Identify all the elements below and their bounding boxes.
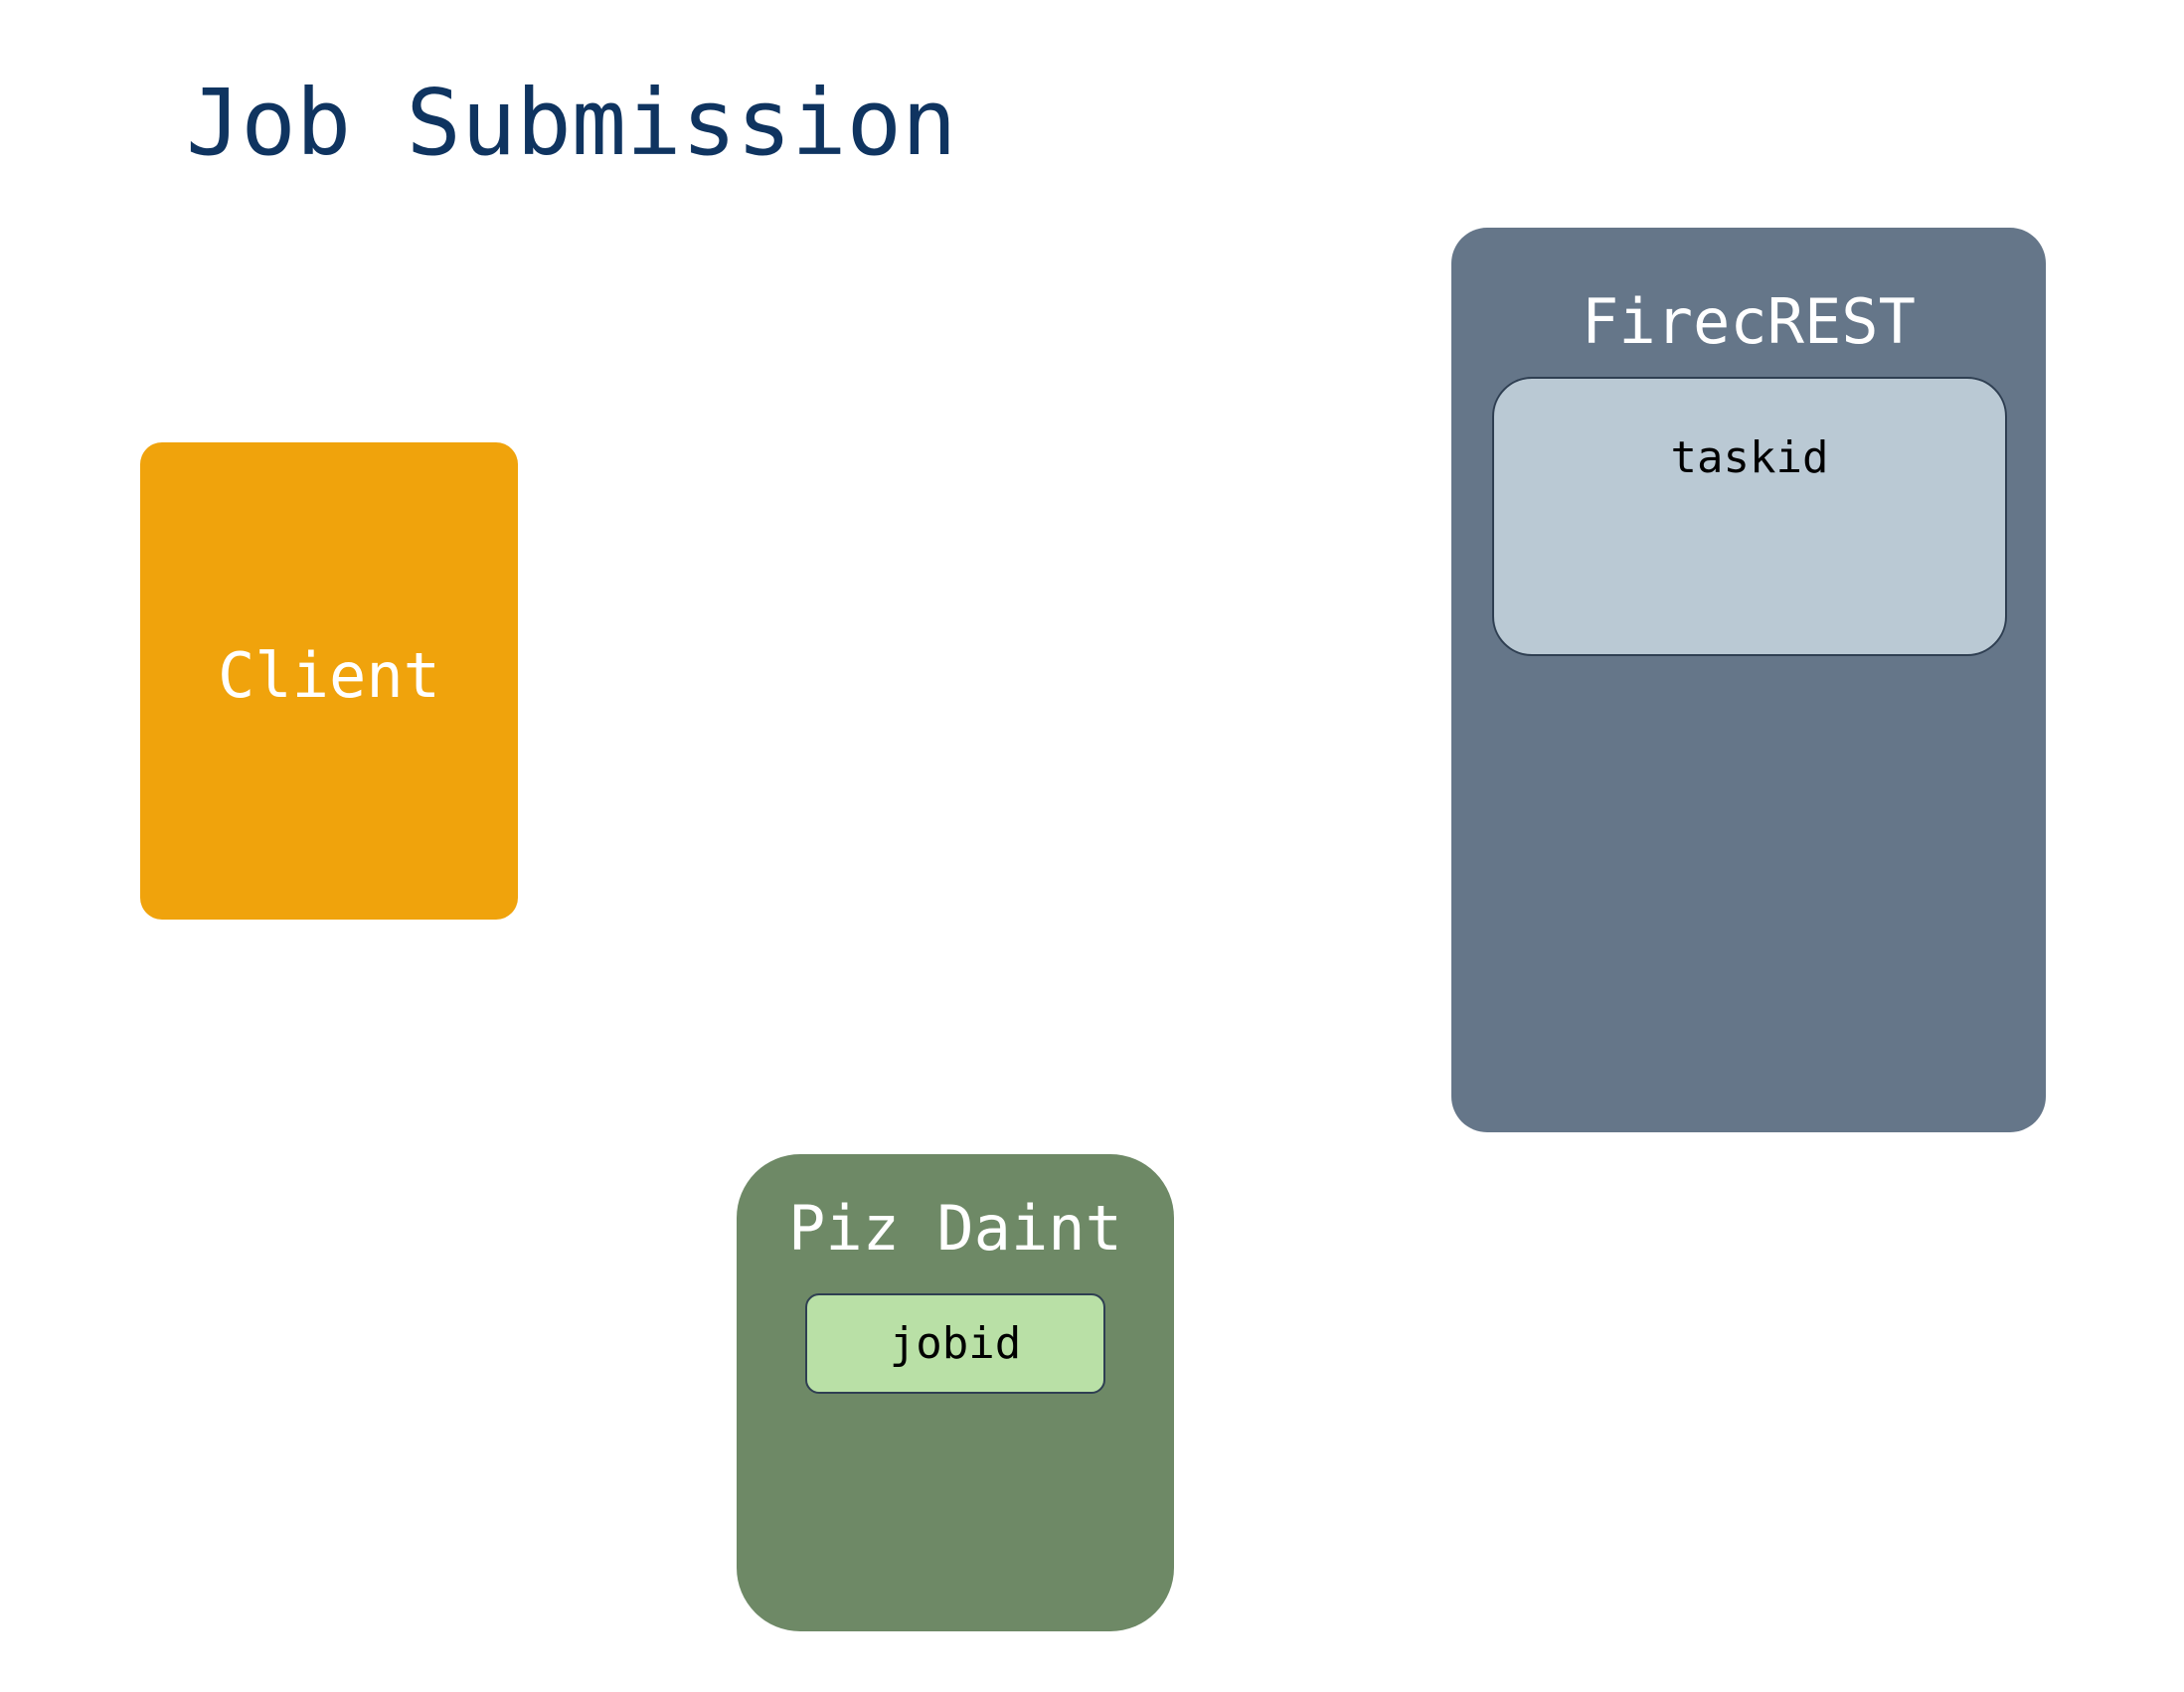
taskid-label: taskid: [1670, 432, 1829, 483]
page-title: Job Submission: [186, 70, 957, 176]
piz-daint-label: Piz Daint: [788, 1192, 1122, 1265]
client-label: Client: [218, 639, 440, 712]
firecrest-label: FirecREST: [1582, 285, 1916, 358]
firecrest-node: FirecREST taskid: [1451, 228, 2046, 1132]
taskid-box: taskid: [1492, 377, 2007, 656]
jobid-label: jobid: [889, 1317, 1022, 1369]
client-node: Client: [140, 442, 518, 920]
jobid-box: jobid: [805, 1293, 1105, 1394]
piz-daint-node: Piz Daint jobid: [737, 1154, 1174, 1631]
